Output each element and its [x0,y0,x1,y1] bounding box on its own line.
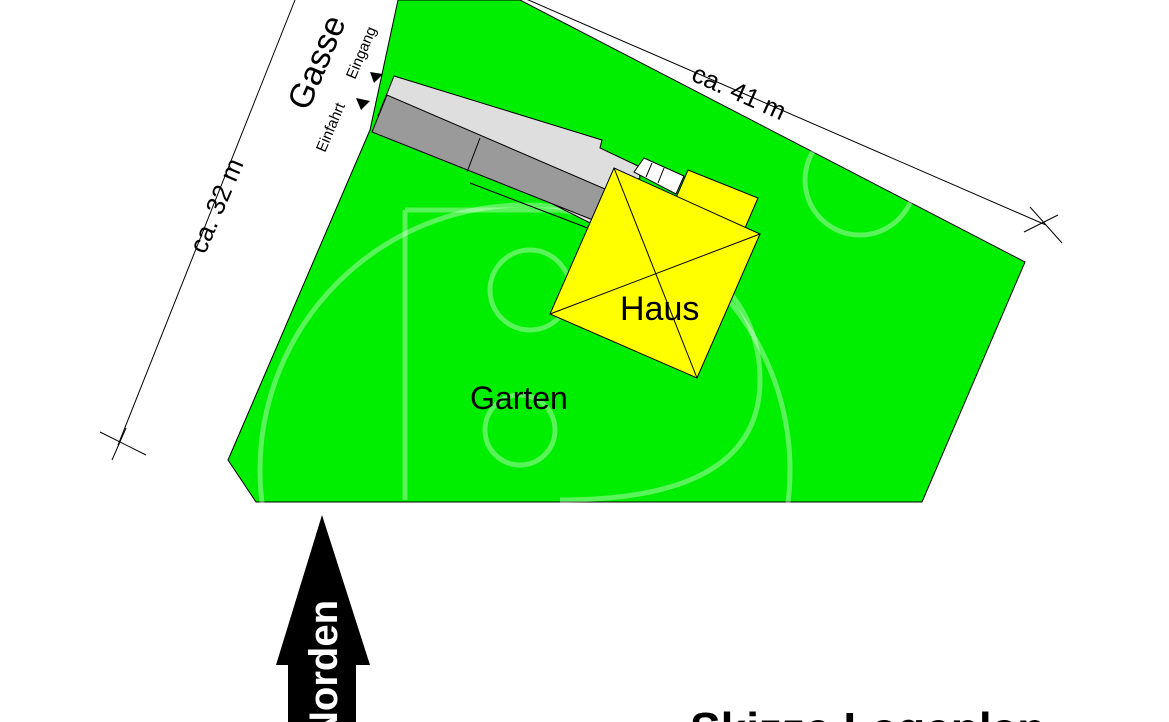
path-edge [469,182,599,233]
plan-title: Skizze Lageplan [690,703,1045,722]
entrance-arrow-icon [370,72,383,83]
garden-label: Garten [470,380,568,416]
house-label: Haus [620,290,699,328]
entrance-steps [633,157,685,195]
driveway-arrow-icon [356,98,370,110]
north-arrow-icon: Norden [276,515,370,722]
depth-dimension-label: ca. 32 m [183,154,250,258]
house [549,167,761,379]
north-label: Norden [302,600,346,722]
garage-divider [466,137,481,173]
street-label: Gasse [280,10,353,115]
